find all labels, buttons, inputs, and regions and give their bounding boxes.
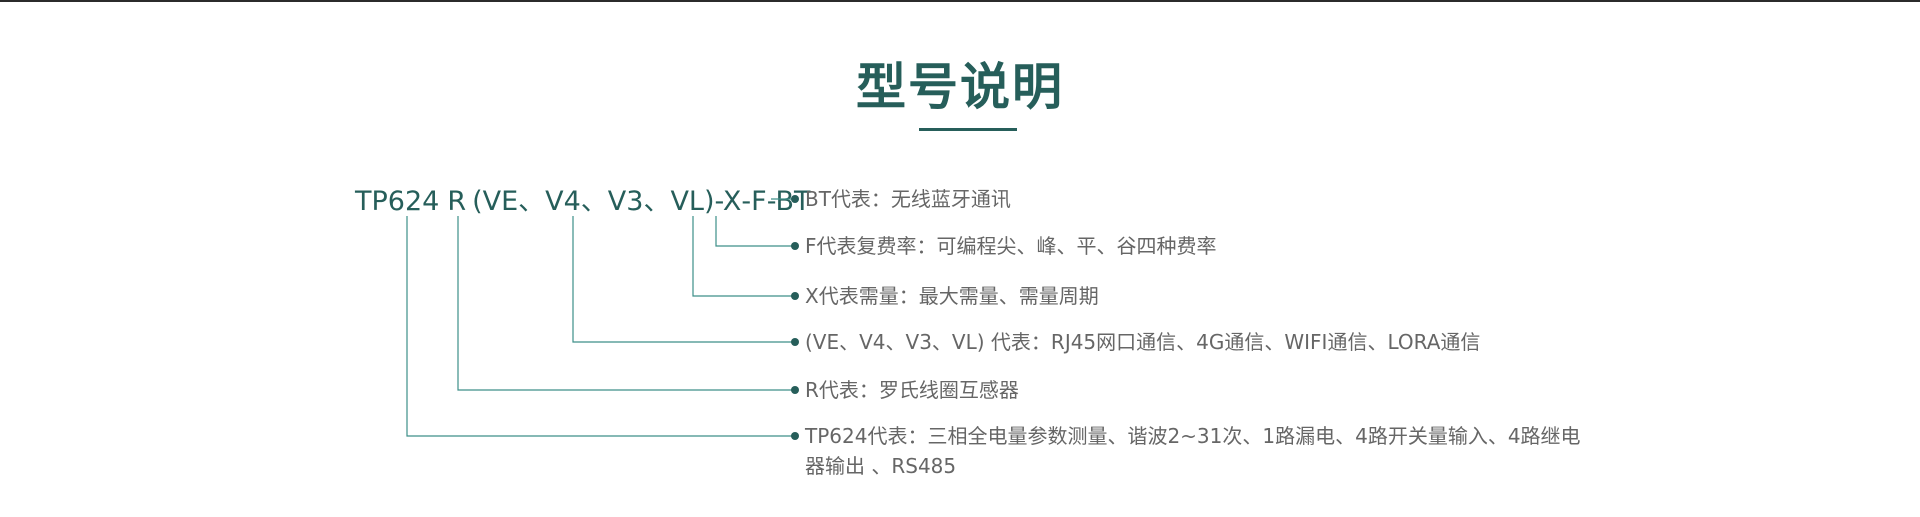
model-part-r: R: [447, 186, 467, 217]
connector-comm: [572, 216, 793, 343]
connector-dot-x: [791, 292, 799, 300]
connector-dot-base: [791, 432, 799, 440]
connector-f: [715, 216, 793, 247]
desc-base: TP624代表：三相全电量参数测量、谐波2~31次、1路漏电、4路开关量输入、4…: [805, 424, 1581, 478]
desc-f: F代表复费率：可编程尖、峰、平、谷四种费率: [805, 234, 1217, 258]
model-part-comm: (VE、V4、V3、VL): [472, 186, 715, 217]
connector-dot-r: [791, 386, 799, 394]
connector-dot-f: [791, 242, 799, 250]
model-part-base: TP624: [355, 186, 440, 217]
desc-x: X代表需量：最大需量、需量周期: [805, 284, 1099, 308]
connector-dot-comm: [791, 338, 799, 346]
connector-r: [457, 216, 793, 391]
title-underline: [919, 128, 1017, 131]
page-title: 型号说明: [856, 58, 1064, 116]
desc-r: R代表：罗氏线圈互感器: [805, 378, 1019, 402]
model-part-bt: -BT: [766, 186, 811, 217]
model-part-x: -X: [714, 186, 742, 217]
connector-x: [692, 216, 793, 297]
desc-comm: (VE、V4、V3、VL) 代表：RJ45网口通信、4G通信、WIFI通信、LO…: [805, 330, 1481, 354]
connector-base: [406, 216, 793, 437]
model-code: TP624 R (VE、V4、V3、VL) -X -F -BT: [355, 182, 810, 222]
top-border: [0, 0, 1920, 2]
model-part-f: -F: [741, 186, 767, 217]
connector-dot-bt: [791, 195, 799, 203]
desc-bt: BT代表：无线蓝牙通讯: [805, 187, 1011, 211]
